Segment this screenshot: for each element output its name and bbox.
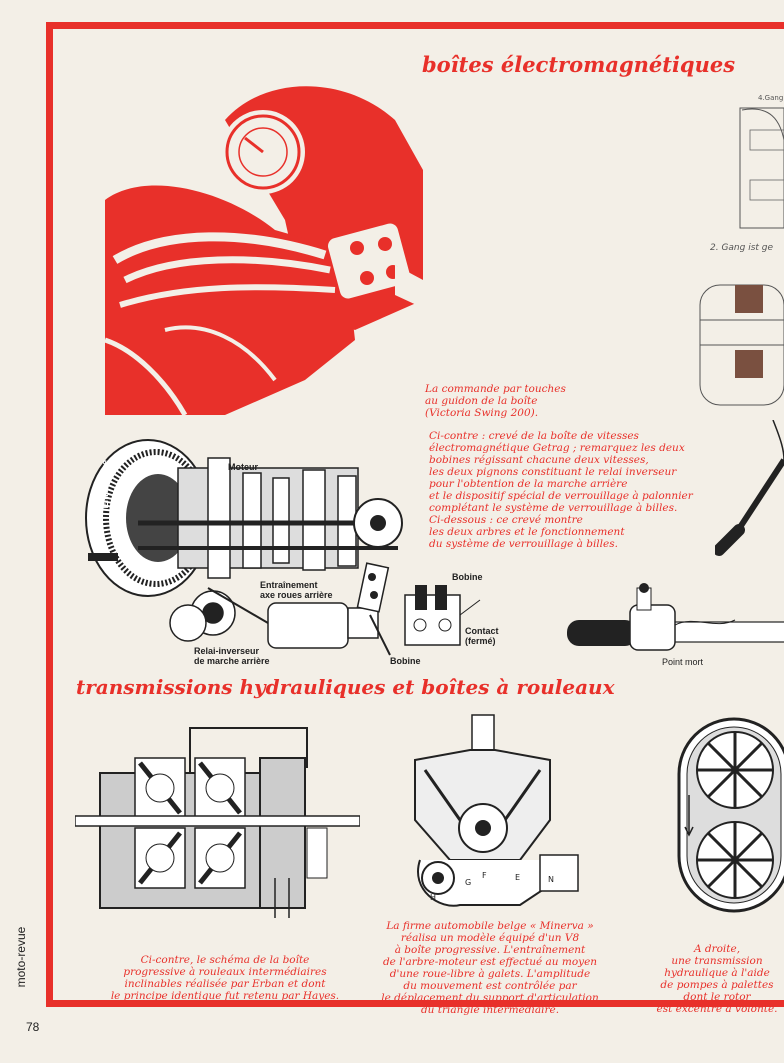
svg-text:E: E xyxy=(515,873,520,882)
label-bobine-bottom: Bobine xyxy=(390,656,421,666)
label-contact: Contact (fermé) xyxy=(465,626,499,646)
caption-minerva: La firme automobile belge « Minerva » ré… xyxy=(381,920,599,1016)
label-bobine-top: Bobine xyxy=(452,572,483,582)
magazine-name: moto-revue xyxy=(14,926,28,988)
svg-text:4.Gang: 4.Gang xyxy=(758,94,783,102)
erban-roller-gearbox-diagram xyxy=(75,727,360,918)
label-entrainement: Entraînement axe roues arrière xyxy=(260,580,333,600)
svg-text:H: H xyxy=(430,893,436,902)
getrag-gearbox-cutaway xyxy=(85,439,403,649)
page-number: 78 xyxy=(26,1020,40,1034)
svg-text:G: G xyxy=(465,878,471,887)
label-point-mort: Point mort xyxy=(662,657,704,667)
svg-text:N: N xyxy=(548,875,554,884)
vane-pump-diagram xyxy=(677,717,784,913)
svg-text:F: F xyxy=(482,871,487,880)
ball-lock-mechanism xyxy=(356,562,481,656)
caption-erban: Ci-contre, le schéma de la boîte progres… xyxy=(110,954,340,1002)
caption-photo: La commande par touches au guidon de la … xyxy=(425,383,566,419)
control-lever-drawing xyxy=(715,420,784,556)
red-page-border xyxy=(46,22,784,1007)
caption-getrag: Ci-contre : crevé de la boîte de vitesse… xyxy=(429,430,693,550)
label-embrayage: Embrayage xyxy=(100,460,110,509)
heading-electromagnetic: boîtes électromagnétiques xyxy=(422,52,736,77)
gear-sketch-right-edge: 4.Gang 2. Gang ist ge xyxy=(699,94,784,406)
handlebar-control-photo xyxy=(105,80,423,415)
caption-pump: A droite, une transmission hydraulique à… xyxy=(656,943,778,1015)
label-relai-inverseur: Relai-inverseur de marche arrière xyxy=(194,646,270,666)
label-moteur: Moteur xyxy=(228,462,258,472)
heading-hydraulic: transmissions hydrauliques et boîtes à r… xyxy=(76,675,615,699)
handlebar-switch-drawing xyxy=(567,583,784,651)
minerva-v8-engine-diagram: H G F E N xyxy=(414,714,579,907)
svg-text:2. Gang ist ge: 2. Gang ist ge xyxy=(710,243,774,253)
